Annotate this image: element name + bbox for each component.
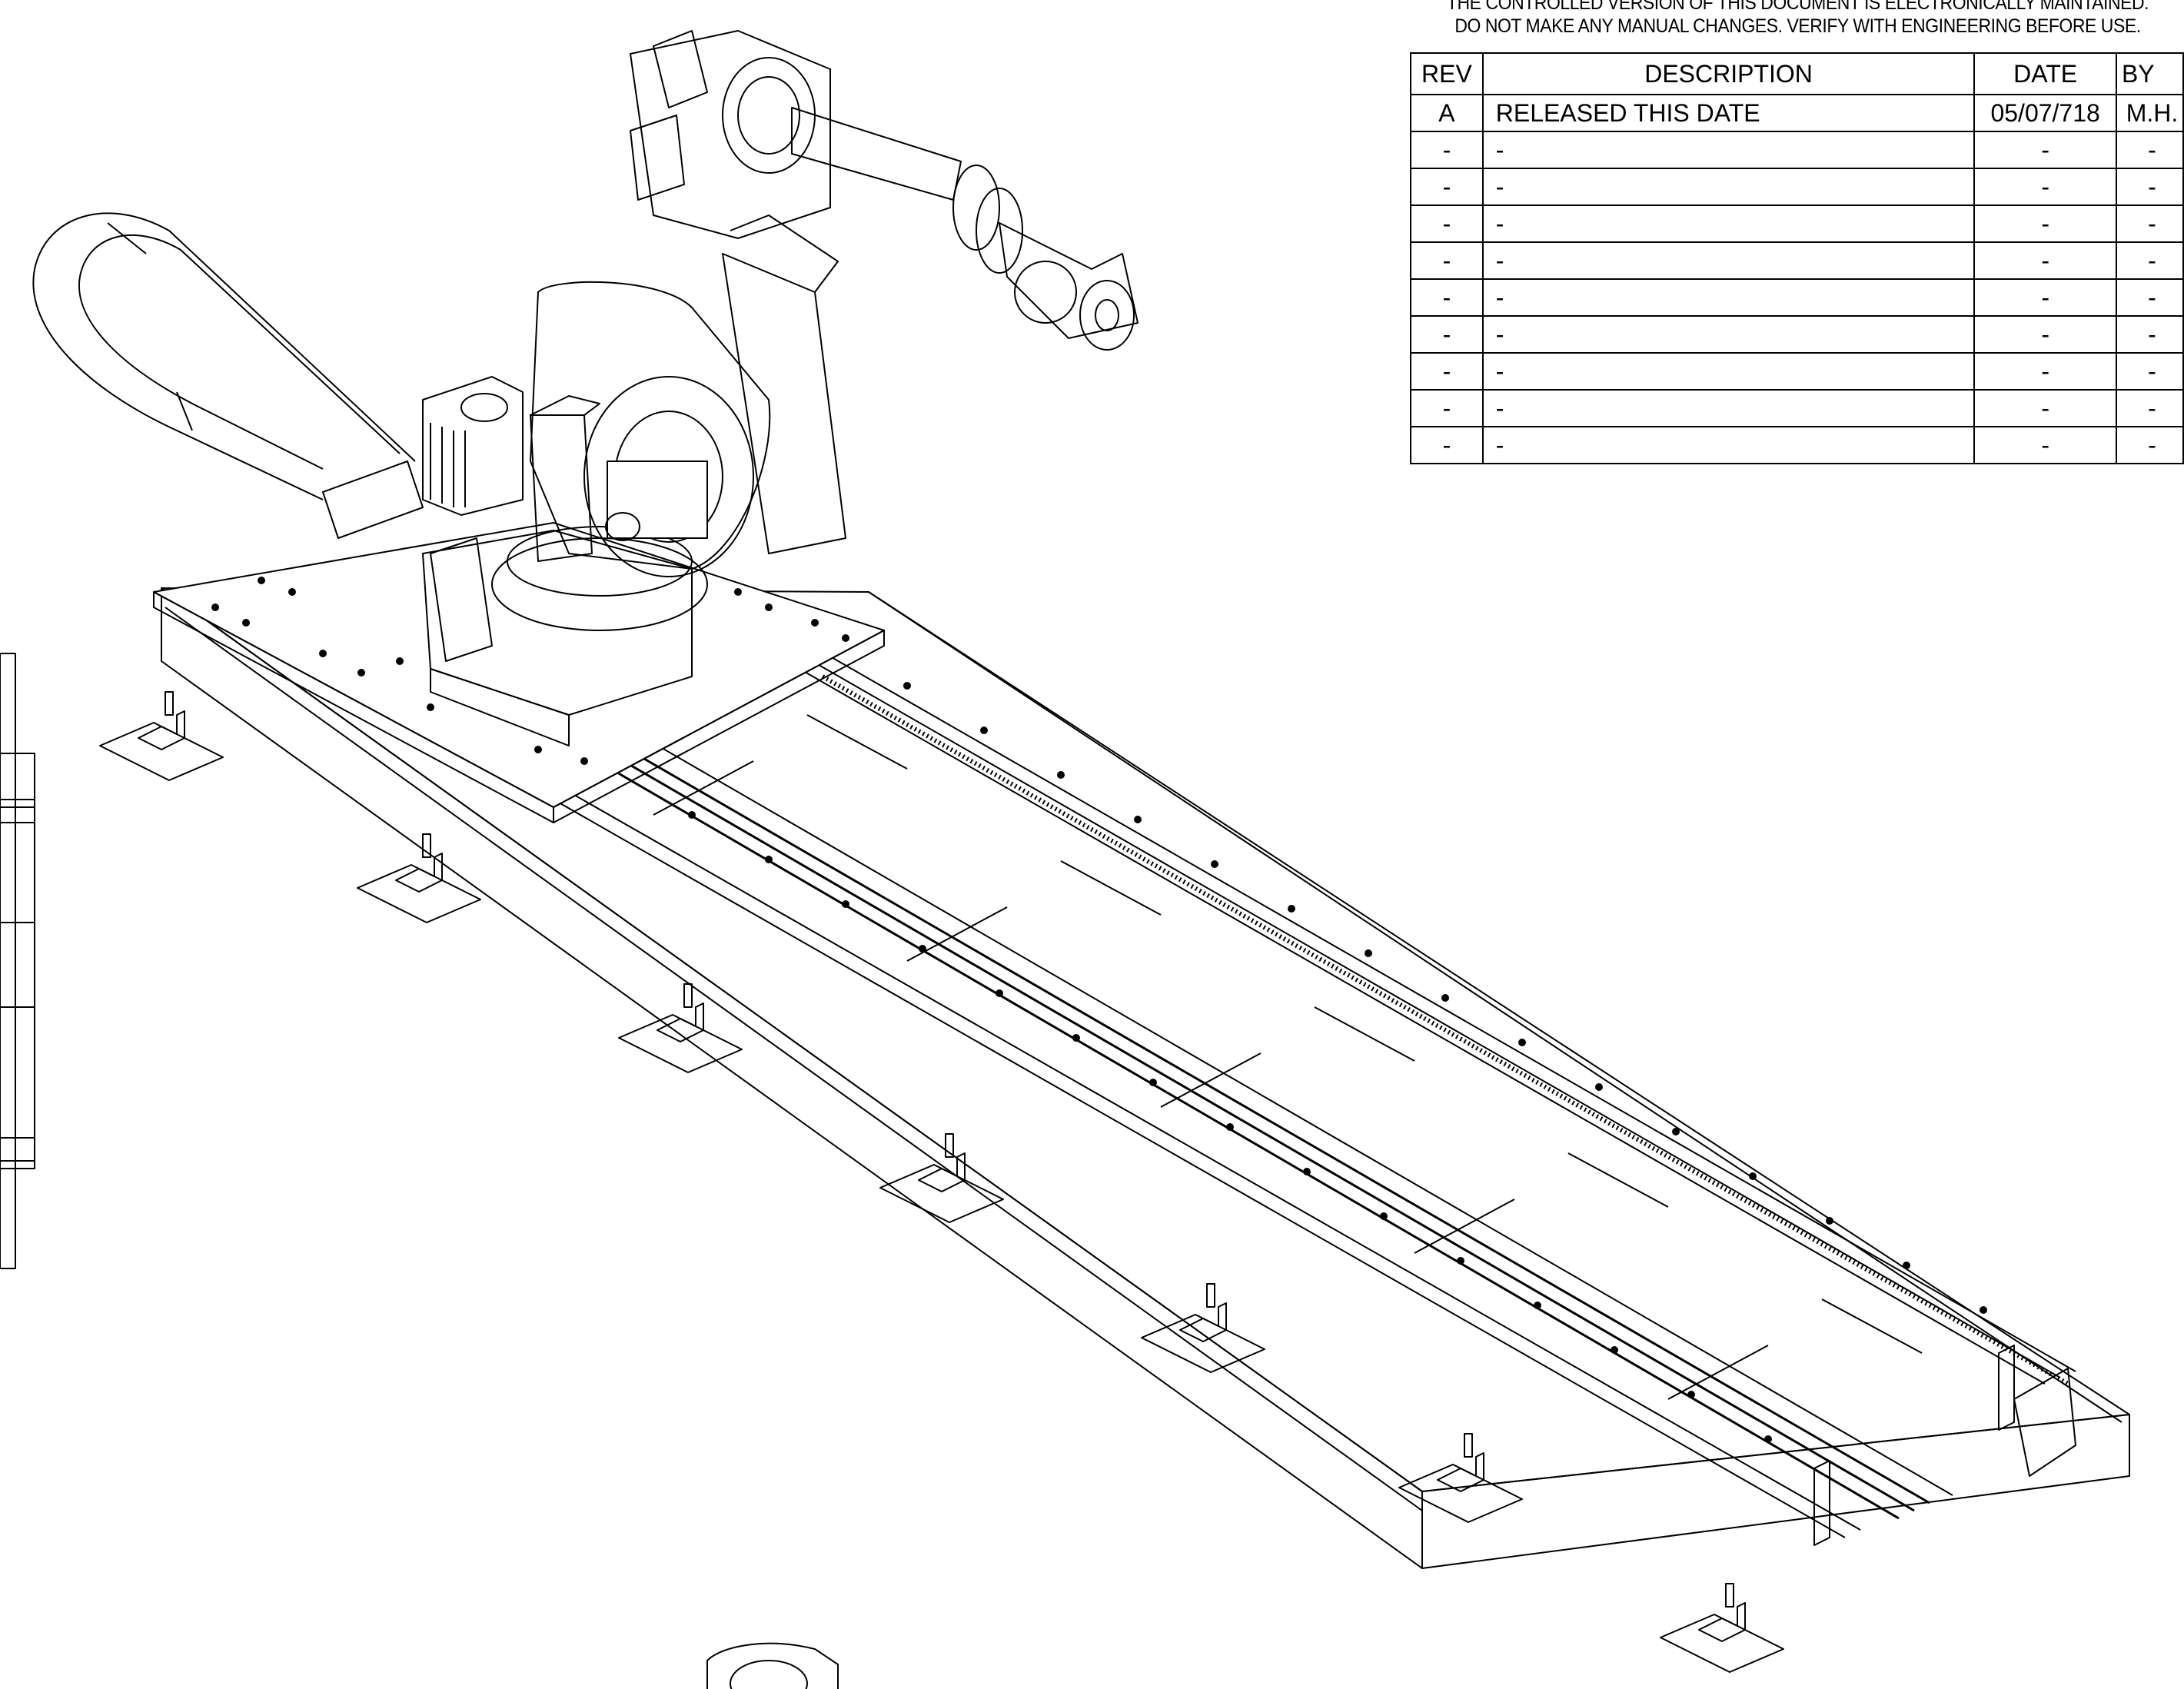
cell-rev: - xyxy=(1410,426,1484,464)
cell-date: - xyxy=(1973,389,2117,427)
cell-rev: - xyxy=(1410,241,1484,280)
cell-date: - xyxy=(1973,241,2117,280)
cell-by: - xyxy=(2115,389,2184,427)
table-row: - - - - xyxy=(1410,131,2184,169)
cell-rev: - xyxy=(1410,131,1484,169)
cell-date: - xyxy=(1973,278,2117,317)
cell-rev: - xyxy=(1410,278,1484,317)
track-base xyxy=(161,587,2130,1569)
cell-by: - xyxy=(2115,315,2184,354)
cable-carrier xyxy=(32,212,424,539)
document-control-notice: THE CONTROLLED VERSION OF THIS DOCUMENT … xyxy=(1442,0,2153,48)
table-row: - - - - xyxy=(1410,315,2184,354)
cell-date: 05/07/718 xyxy=(1973,94,2117,132)
cell-by: - xyxy=(2115,278,2184,317)
cell-rev: - xyxy=(1410,352,1484,391)
cell-date: - xyxy=(1973,352,2117,391)
cell-by: - xyxy=(2115,241,2184,280)
cell-description: RELEASED THIS DATE xyxy=(1481,94,1976,132)
motor-pack xyxy=(422,376,524,662)
table-row: - - - - xyxy=(1410,426,2184,464)
cell-description: - xyxy=(1481,278,1976,317)
table-row: - - - - xyxy=(1410,241,2184,280)
cell-by: - xyxy=(2115,426,2184,464)
cell-by: - xyxy=(2115,168,2184,206)
table-row: - - - - xyxy=(1410,204,2184,243)
cell-date: - xyxy=(1973,168,2117,206)
cell-by: M.H. xyxy=(2115,94,2184,132)
table-row: - - - - xyxy=(1410,352,2184,391)
cell-date: - xyxy=(1973,426,2117,464)
cell-by: - xyxy=(2115,204,2184,243)
robot-upper-arm xyxy=(630,30,1139,351)
revision-table: REV DESCRIPTION DATE BY A RELEASED THIS … xyxy=(1410,52,2184,464)
cell-rev: - xyxy=(1410,389,1484,427)
cell-description: - xyxy=(1481,204,1976,243)
cell-description: - xyxy=(1481,168,1976,206)
notice-line-1: THE CONTROLLED VERSION OF THIS DOCUMENT … xyxy=(1446,0,2149,14)
robot-lower-arm xyxy=(530,214,846,577)
support-feet xyxy=(99,691,1784,1673)
rail-bolts xyxy=(688,682,1987,1443)
cell-description: - xyxy=(1481,131,1976,169)
header-by: BY xyxy=(2115,52,2184,95)
cell-rev: - xyxy=(1410,315,1484,354)
revision-table-header: REV DESCRIPTION DATE BY xyxy=(1410,52,2184,95)
notice-line-2: DO NOT MAKE ANY MANUAL CHANGES. VERIFY W… xyxy=(1454,15,2141,37)
cell-date: - xyxy=(1973,315,2117,354)
table-row: - - - - xyxy=(1410,168,2184,206)
carriage-plate xyxy=(153,522,885,823)
side-view-partial xyxy=(0,653,35,1269)
table-row: A RELEASED THIS DATE 05/07/718 M.H. xyxy=(1410,94,2184,132)
cell-by: - xyxy=(2115,352,2184,391)
flange-partial xyxy=(706,1642,839,1689)
plate-holes xyxy=(211,577,849,765)
header-date: DATE xyxy=(1973,52,2117,95)
cell-description: - xyxy=(1481,315,1976,354)
cell-date: - xyxy=(1973,131,2117,169)
robot-base xyxy=(422,526,708,746)
cell-rev: - xyxy=(1410,204,1484,243)
cell-description: - xyxy=(1481,389,1976,427)
cell-rev: - xyxy=(1410,168,1484,206)
cell-rev: A xyxy=(1410,94,1484,132)
cell-by: - xyxy=(2115,131,2184,169)
table-row: - - - - xyxy=(1410,389,2184,427)
cell-date: - xyxy=(1973,204,2117,243)
table-row: - - - - xyxy=(1410,278,2184,317)
cell-description: - xyxy=(1481,241,1976,280)
header-rev: REV xyxy=(1410,52,1484,95)
cell-description: - xyxy=(1481,426,1976,464)
cell-description: - xyxy=(1481,352,1976,391)
header-description: DESCRIPTION xyxy=(1481,52,1976,95)
